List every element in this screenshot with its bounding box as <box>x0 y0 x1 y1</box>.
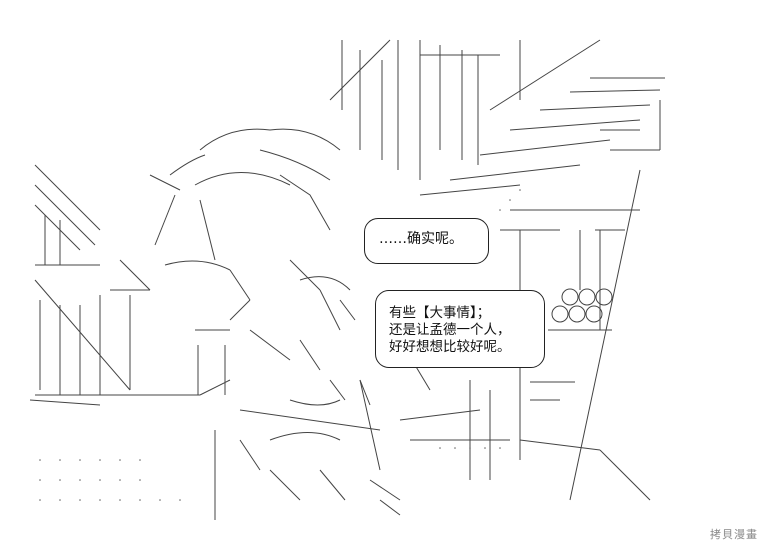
speech-bubble-1: ……确实呢。 <box>364 218 489 264</box>
speech-bubble-2-line-2: 还是让孟德一个人， <box>389 322 511 338</box>
speech-bubble-2-line-1: 有些【大事情】； <box>389 305 491 321</box>
speech-bubble-2: 有些【大事情】； 还是让孟德一个人， 好好想想比较好呢。 <box>375 290 545 368</box>
speech-bubble-1-line-1: ……确实呢。 <box>379 231 463 247</box>
speech-bubble-2-line-3: 好好想想比较好呢。 <box>389 339 511 355</box>
watermark-text: 拷貝漫畫 <box>710 528 758 541</box>
